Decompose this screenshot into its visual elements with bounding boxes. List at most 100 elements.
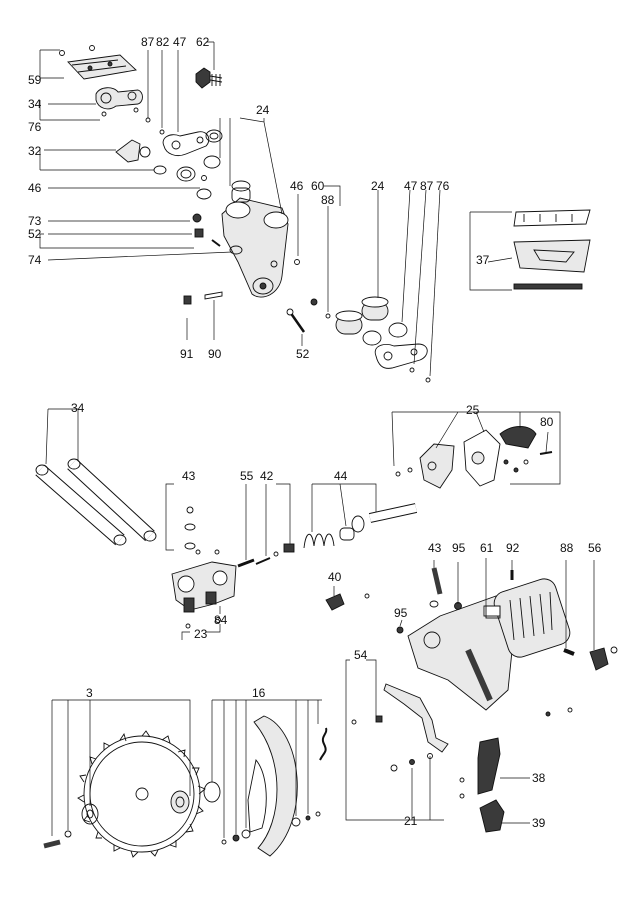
callout-54: 54 [354, 648, 368, 662]
callout-47: 47 [173, 35, 187, 49]
part-ring [203, 155, 221, 169]
callout-62: 62 [196, 35, 210, 49]
part-screw [186, 506, 194, 514]
callout-92: 92 [506, 541, 520, 555]
callout-88: 88 [560, 541, 574, 555]
part-lower-guard [247, 715, 298, 857]
callout-88: 88 [321, 193, 335, 207]
callout-90: 90 [208, 347, 222, 361]
part-flange [81, 803, 99, 825]
callout-43: 43 [182, 469, 196, 483]
part-lever [115, 139, 151, 163]
part-ring [176, 166, 196, 182]
callout-labels: 59 34 76 32 46 73 52 74 87 82 47 62 24 4… [28, 35, 602, 830]
part-blade-bolt [43, 839, 61, 849]
part-pin [211, 239, 221, 247]
part-ring [203, 781, 221, 803]
callout-25: 25 [466, 403, 480, 417]
callout-47: 47 [404, 179, 418, 193]
part-screw [409, 367, 415, 373]
part-spring [319, 727, 328, 761]
part-adjust-screw [431, 567, 443, 595]
part-bolt-head [194, 228, 204, 238]
part-label-plate [485, 605, 501, 619]
callout-87: 87 [141, 35, 155, 49]
part-screw [294, 259, 300, 265]
callout-23: 23 [194, 627, 208, 641]
part-screw [325, 313, 331, 319]
callout-52: 52 [296, 347, 310, 361]
part-pin [101, 111, 107, 117]
part-washer [184, 523, 196, 531]
part-nut [183, 295, 192, 305]
callout-21: 21 [404, 814, 418, 828]
callout-16: 16 [252, 686, 266, 700]
part-screw [159, 129, 165, 135]
callout-44: 44 [334, 469, 348, 483]
callout-82: 82 [156, 35, 170, 49]
part-handle-clamp [59, 45, 137, 80]
part-cover-39 [479, 799, 505, 833]
part-washer [64, 830, 72, 838]
part-pin [237, 558, 255, 568]
callout-95: 95 [452, 541, 466, 555]
part-clip [325, 593, 345, 611]
part-ring [205, 129, 223, 143]
part-carriage [171, 561, 237, 613]
callout-52: 52 [28, 227, 42, 241]
part-guard-bracket [419, 443, 455, 489]
part-bearing-plate [162, 131, 210, 157]
part-guard-arm [499, 426, 537, 449]
part-pivot-housing [221, 180, 289, 298]
callout-56: 56 [588, 541, 602, 555]
part-flange-inner [170, 790, 190, 814]
part-bushing [283, 543, 295, 553]
callout-38: 38 [532, 771, 546, 785]
callout-34: 34 [71, 401, 85, 415]
callout-95: 95 [394, 606, 408, 620]
part-ring [388, 322, 408, 338]
callout-43: 43 [428, 541, 442, 555]
callout-76: 76 [436, 179, 450, 193]
part-guard-shield [463, 429, 501, 487]
part-bolt [286, 308, 306, 333]
callout-91: 91 [180, 347, 194, 361]
callout-59: 59 [28, 73, 42, 87]
part-washer [184, 542, 196, 550]
callout-46: 46 [28, 181, 42, 195]
callout-84: 84 [214, 613, 228, 627]
part-screw-95 [396, 626, 404, 634]
part-knob-56 [589, 646, 618, 671]
part-guide-tubes [35, 458, 157, 546]
part-bushing [196, 188, 212, 200]
part-motor-head [407, 578, 571, 711]
part-ring [362, 330, 382, 346]
callout-24: 24 [371, 179, 385, 193]
part-sleeve [339, 527, 355, 541]
leader-lines [39, 41, 595, 838]
part-pin [133, 107, 139, 113]
part-saw-blade [77, 730, 206, 858]
callout-3: 3 [86, 686, 93, 700]
part-screw [215, 617, 221, 623]
part-pin [204, 291, 223, 300]
part-screw [185, 623, 191, 629]
callout-42: 42 [260, 469, 274, 483]
callout-60: 60 [311, 179, 325, 193]
callout-24: 24 [256, 103, 270, 117]
part-cover [513, 209, 591, 290]
callout-73: 73 [28, 214, 42, 228]
callout-74: 74 [28, 253, 42, 267]
callout-34: 34 [28, 97, 42, 111]
callout-40: 40 [328, 570, 342, 584]
callout-32: 32 [28, 144, 42, 158]
part-washer [429, 600, 439, 608]
callout-55: 55 [240, 469, 254, 483]
callout-37: 37 [476, 253, 490, 267]
callout-80: 80 [540, 415, 554, 429]
callout-87: 87 [420, 179, 434, 193]
part-cover-38 [477, 737, 501, 795]
part-bolt [563, 648, 575, 656]
